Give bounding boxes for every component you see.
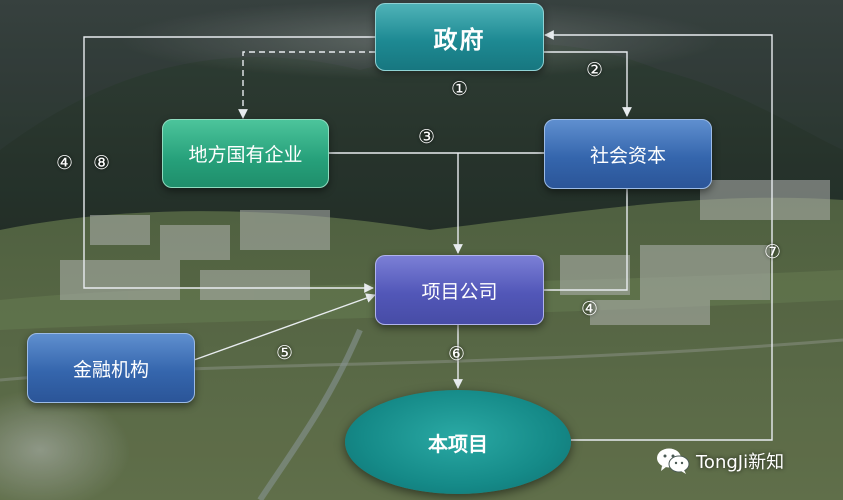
financial-institution-node: 金融机构 xyxy=(27,333,195,403)
connector-left-loop xyxy=(83,36,375,293)
marker-3: ③ xyxy=(418,126,436,148)
watermark-text: TongJi新知 xyxy=(696,452,785,473)
government-node: 政府 xyxy=(375,3,544,71)
connector-finance-to-project xyxy=(193,293,376,361)
project-company-node: 项目公司 xyxy=(375,255,544,325)
connector-gov-to-social-capital xyxy=(543,51,632,117)
marker-7: ⑦ xyxy=(764,241,782,263)
social-capital-node: 社会资本 xyxy=(544,119,712,189)
connector-gov-to-soe xyxy=(238,51,375,119)
this-project-node: 本项目 xyxy=(345,390,571,494)
marker-6: ⑥ xyxy=(448,343,466,365)
connector-social-capital-to-project xyxy=(544,188,628,291)
local-soe-node: 地方国有企业 xyxy=(162,119,329,188)
marker-2: ② xyxy=(586,59,604,81)
marker-5: ⑤ xyxy=(276,342,294,364)
marker-8: ⑧ xyxy=(93,152,111,174)
marker-4-right: ④ xyxy=(581,298,599,320)
marker-1: ① xyxy=(451,78,469,100)
watermark: TongJi新知 xyxy=(656,447,784,475)
marker-4-left: ④ xyxy=(56,152,74,174)
connector-this-to-gov xyxy=(544,30,773,441)
wechat-icon xyxy=(657,448,690,474)
